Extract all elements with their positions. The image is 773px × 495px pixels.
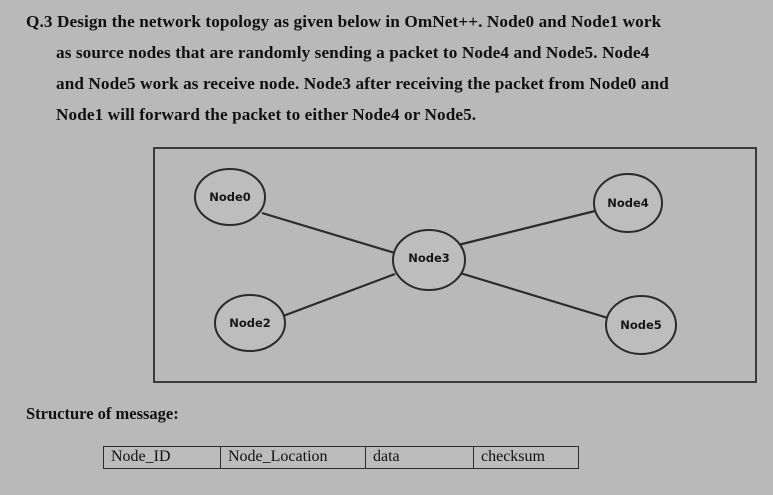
node-node2-shape (214, 294, 286, 352)
cell-node-id: Node_ID (103, 446, 221, 469)
question-line-1: Q.3 Design the network topology as given… (26, 12, 662, 31)
node-node0-shape (194, 168, 266, 226)
node-node0: Node0 (194, 168, 266, 226)
cell-node-location: Node_Location (220, 446, 366, 469)
message-structure-table: Node_ID Node_Location data checksum (103, 446, 579, 469)
structure-of-message-heading: Structure of message: (26, 404, 179, 423)
node-node3-label: Node3 (408, 251, 450, 265)
question-line-3: and Node5 work as receive node. Node3 af… (56, 74, 669, 93)
topology-svg: Node0 Node2 Node3 Node4 Node5 (194, 168, 677, 355)
network-topology-diagram: Node0 Node2 Node3 Node4 Node5 (153, 147, 757, 383)
node-node0-label: Node0 (209, 190, 251, 204)
node-node4-label: Node4 (607, 196, 649, 210)
question-line-2: as source nodes that are randomly sendin… (56, 43, 650, 62)
cell-checksum: checksum (473, 446, 579, 469)
edge-node2-node3 (282, 272, 396, 318)
edge-node3-node5 (459, 271, 609, 320)
node-node3: Node3 (392, 229, 466, 291)
node-node2: Node2 (214, 294, 286, 352)
edge-node0-node3 (261, 211, 396, 255)
table-row: Node_ID Node_Location data checksum (103, 446, 579, 469)
cell-data: data (365, 446, 474, 469)
node-node4-shape (593, 173, 663, 233)
node-node4: Node4 (593, 173, 663, 233)
node-node3-shape (392, 229, 466, 291)
node-node2-label: Node2 (229, 316, 271, 330)
node-node5: Node5 (605, 295, 677, 355)
node-node5-label: Node5 (620, 318, 662, 332)
node-node5-shape (605, 295, 677, 355)
edge-node3-node4 (457, 209, 596, 247)
question-text-block: Q.3 Design the network topology as given… (26, 6, 754, 130)
question-line-4: Node1 will forward the packet to either … (56, 105, 477, 124)
